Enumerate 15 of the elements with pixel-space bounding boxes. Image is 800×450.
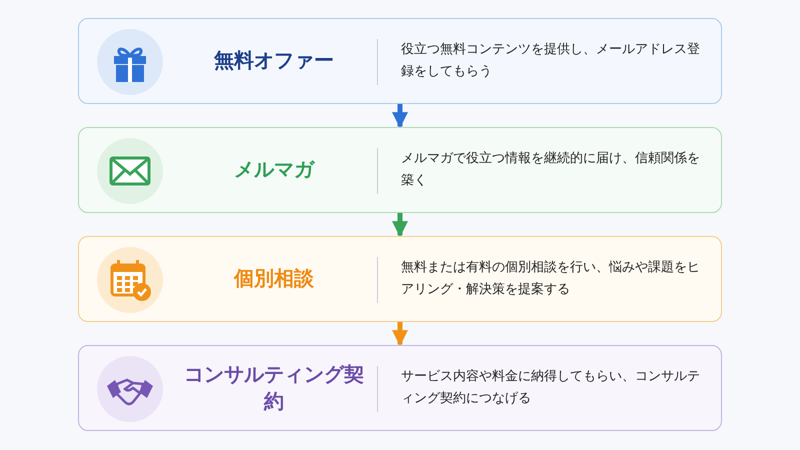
arrow xyxy=(392,213,408,238)
step-title: 無料オファー xyxy=(214,47,334,74)
arrow xyxy=(392,104,408,128)
step-title: コンサルティング契約 xyxy=(183,360,365,414)
step-card xyxy=(78,127,722,213)
step-title: 個別相談 xyxy=(234,265,314,292)
step-description: 役立つ無料コンテンツを提供し、メールアドレス登録をしてもらう xyxy=(401,40,701,80)
step-description: サービス内容や料金に納得してもらい、コンサルティング契約につなげる xyxy=(401,368,701,408)
step-description: メルマガで役立つ情報を継続的に届け、信頼関係を築く xyxy=(401,150,701,190)
step-card xyxy=(78,345,722,431)
arrow xyxy=(392,322,408,346)
step-description: 無料または有料の個別相談を行い、悩みや課題をヒアリング・解決策を提案する xyxy=(401,258,701,298)
step-title: メルマガ xyxy=(234,156,314,183)
step-card xyxy=(78,236,722,322)
step-card xyxy=(78,18,722,104)
